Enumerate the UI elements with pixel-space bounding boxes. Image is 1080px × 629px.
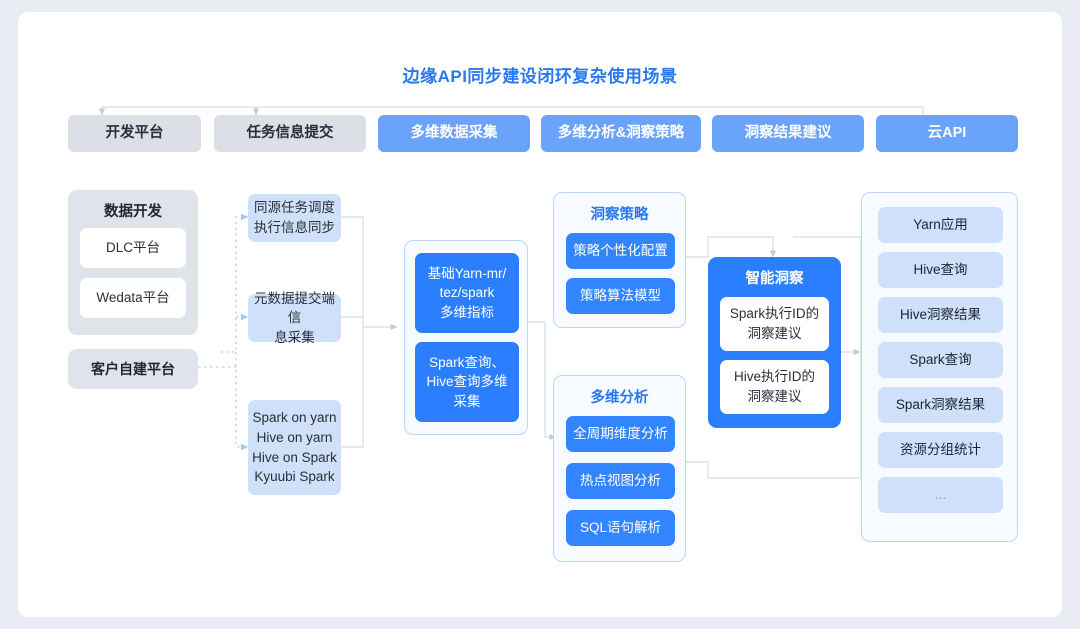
chip-dlc-platform[interactable]: DLC平台	[80, 228, 186, 268]
chip-result-spark-query[interactable]: Spark查询	[878, 342, 1003, 378]
chip-result-yarn-app[interactable]: Yarn应用	[878, 207, 1003, 243]
chip-line: 采集	[453, 393, 481, 409]
chip-task-schedule-sync[interactable]: 同源任务调度 执行信息同步	[248, 194, 341, 242]
chip-hive-exec-id-advice[interactable]: Hive执行ID的 洞察建议	[720, 360, 829, 414]
top-row-item-1[interactable]: 任务信息提交	[214, 115, 366, 152]
chip-line: 洞察建议	[747, 326, 802, 341]
chip-result-more[interactable]: ...	[878, 477, 1003, 513]
diagram-canvas: 边缘API同步建设闭环复杂使用场景	[18, 12, 1062, 617]
chip-line: 同源任务调度	[254, 200, 335, 216]
chip-spark-exec-id-advice[interactable]: Spark执行ID的 洞察建议	[720, 297, 829, 351]
chip-line: Hive on yarn	[256, 429, 333, 445]
panel-multidim-collection: 基础Yarn-mr/ tez/spark 多维指标 Spark查询、 Hive查…	[404, 240, 528, 435]
top-row-item-3[interactable]: 多维分析&洞察策略	[541, 115, 701, 152]
page-title: 边缘API同步建设闭环复杂使用场景	[402, 67, 678, 86]
chip-result-hive-insight[interactable]: Hive洞察结果	[878, 297, 1003, 333]
chip-hotspot-view-analysis[interactable]: 热点视图分析	[566, 463, 675, 499]
panel-data-development: 数据开发 DLC平台 Wedata平台	[68, 190, 198, 335]
chip-strategy-personalization[interactable]: 策略个性化配置	[566, 233, 675, 269]
panel-insight-results: Yarn应用 Hive查询 Hive洞察结果 Spark查询 Spark洞察结果…	[861, 192, 1018, 542]
chip-line: tez/spark	[439, 285, 495, 301]
panel-insight-strategy: 洞察策略 策略个性化配置 策略算法模型	[553, 192, 686, 328]
chip-sql-parse[interactable]: SQL语句解析	[566, 510, 675, 546]
chip-full-cycle-analysis[interactable]: 全周期维度分析	[566, 416, 675, 452]
chip-line: Hive执行ID的	[733, 369, 815, 385]
chip-line: 洞察建议	[747, 389, 802, 404]
chip-line: Hive查询多维	[426, 374, 508, 390]
top-row-item-5[interactable]: 云API	[876, 115, 1018, 152]
panel-title-smart-insight: 智能洞察	[745, 271, 804, 287]
chip-spark-hive-query-collect[interactable]: Spark查询、 Hive查询多维 采集	[415, 342, 519, 422]
top-row-item-4[interactable]: 洞察结果建议	[712, 115, 864, 152]
panel-multidim-analysis: 多维分析 全周期维度分析 热点视图分析 SQL语句解析	[553, 375, 686, 562]
chip-result-hive-query[interactable]: Hive查询	[878, 252, 1003, 288]
chip-line: 基础Yarn-mr/	[427, 265, 507, 281]
chip-result-spark-insight[interactable]: Spark洞察结果	[878, 387, 1003, 423]
chip-line: Hive on Spark	[252, 449, 337, 465]
chip-line: 元数据提交端信	[254, 290, 335, 326]
chip-line: Kyuubi Spark	[254, 469, 335, 485]
top-row-item-2[interactable]: 多维数据采集	[378, 115, 530, 152]
chip-base-yarn-metrics[interactable]: 基础Yarn-mr/ tez/spark 多维指标	[415, 253, 519, 333]
diagram-root: 边缘API同步建设闭环复杂使用场景	[18, 12, 1062, 617]
chip-strategy-algorithm-model[interactable]: 策略算法模型	[566, 278, 675, 314]
panel-title-data-development: 数据开发	[104, 204, 162, 220]
chip-engine-list[interactable]: Spark on yarn Hive on yarn Hive on Spark…	[248, 400, 341, 495]
chip-customer-platform[interactable]: 客户自建平台	[68, 349, 198, 389]
chip-metadata-submit-collect[interactable]: 元数据提交端信 息采集	[248, 291, 341, 345]
top-row-item-0[interactable]: 开发平台	[68, 115, 201, 152]
chip-result-resource-group-stats[interactable]: 资源分组统计	[878, 432, 1003, 468]
chip-line: Spark on yarn	[252, 410, 337, 426]
chip-line: 多维指标	[440, 304, 494, 320]
chip-line: Spark查询、	[429, 354, 505, 370]
chip-line: 息采集	[274, 329, 315, 345]
chip-line: 执行信息同步	[254, 220, 335, 235]
panel-title-multidim-analysis: 多维分析	[590, 390, 649, 406]
chip-wedata-platform[interactable]: Wedata平台	[80, 278, 186, 318]
panel-smart-insight: 智能洞察 Spark执行ID的 洞察建议 Hive执行ID的 洞察建议	[708, 257, 841, 428]
panel-title-insight-strategy: 洞察策略	[590, 207, 649, 223]
chip-line: Spark执行ID的	[729, 306, 820, 322]
